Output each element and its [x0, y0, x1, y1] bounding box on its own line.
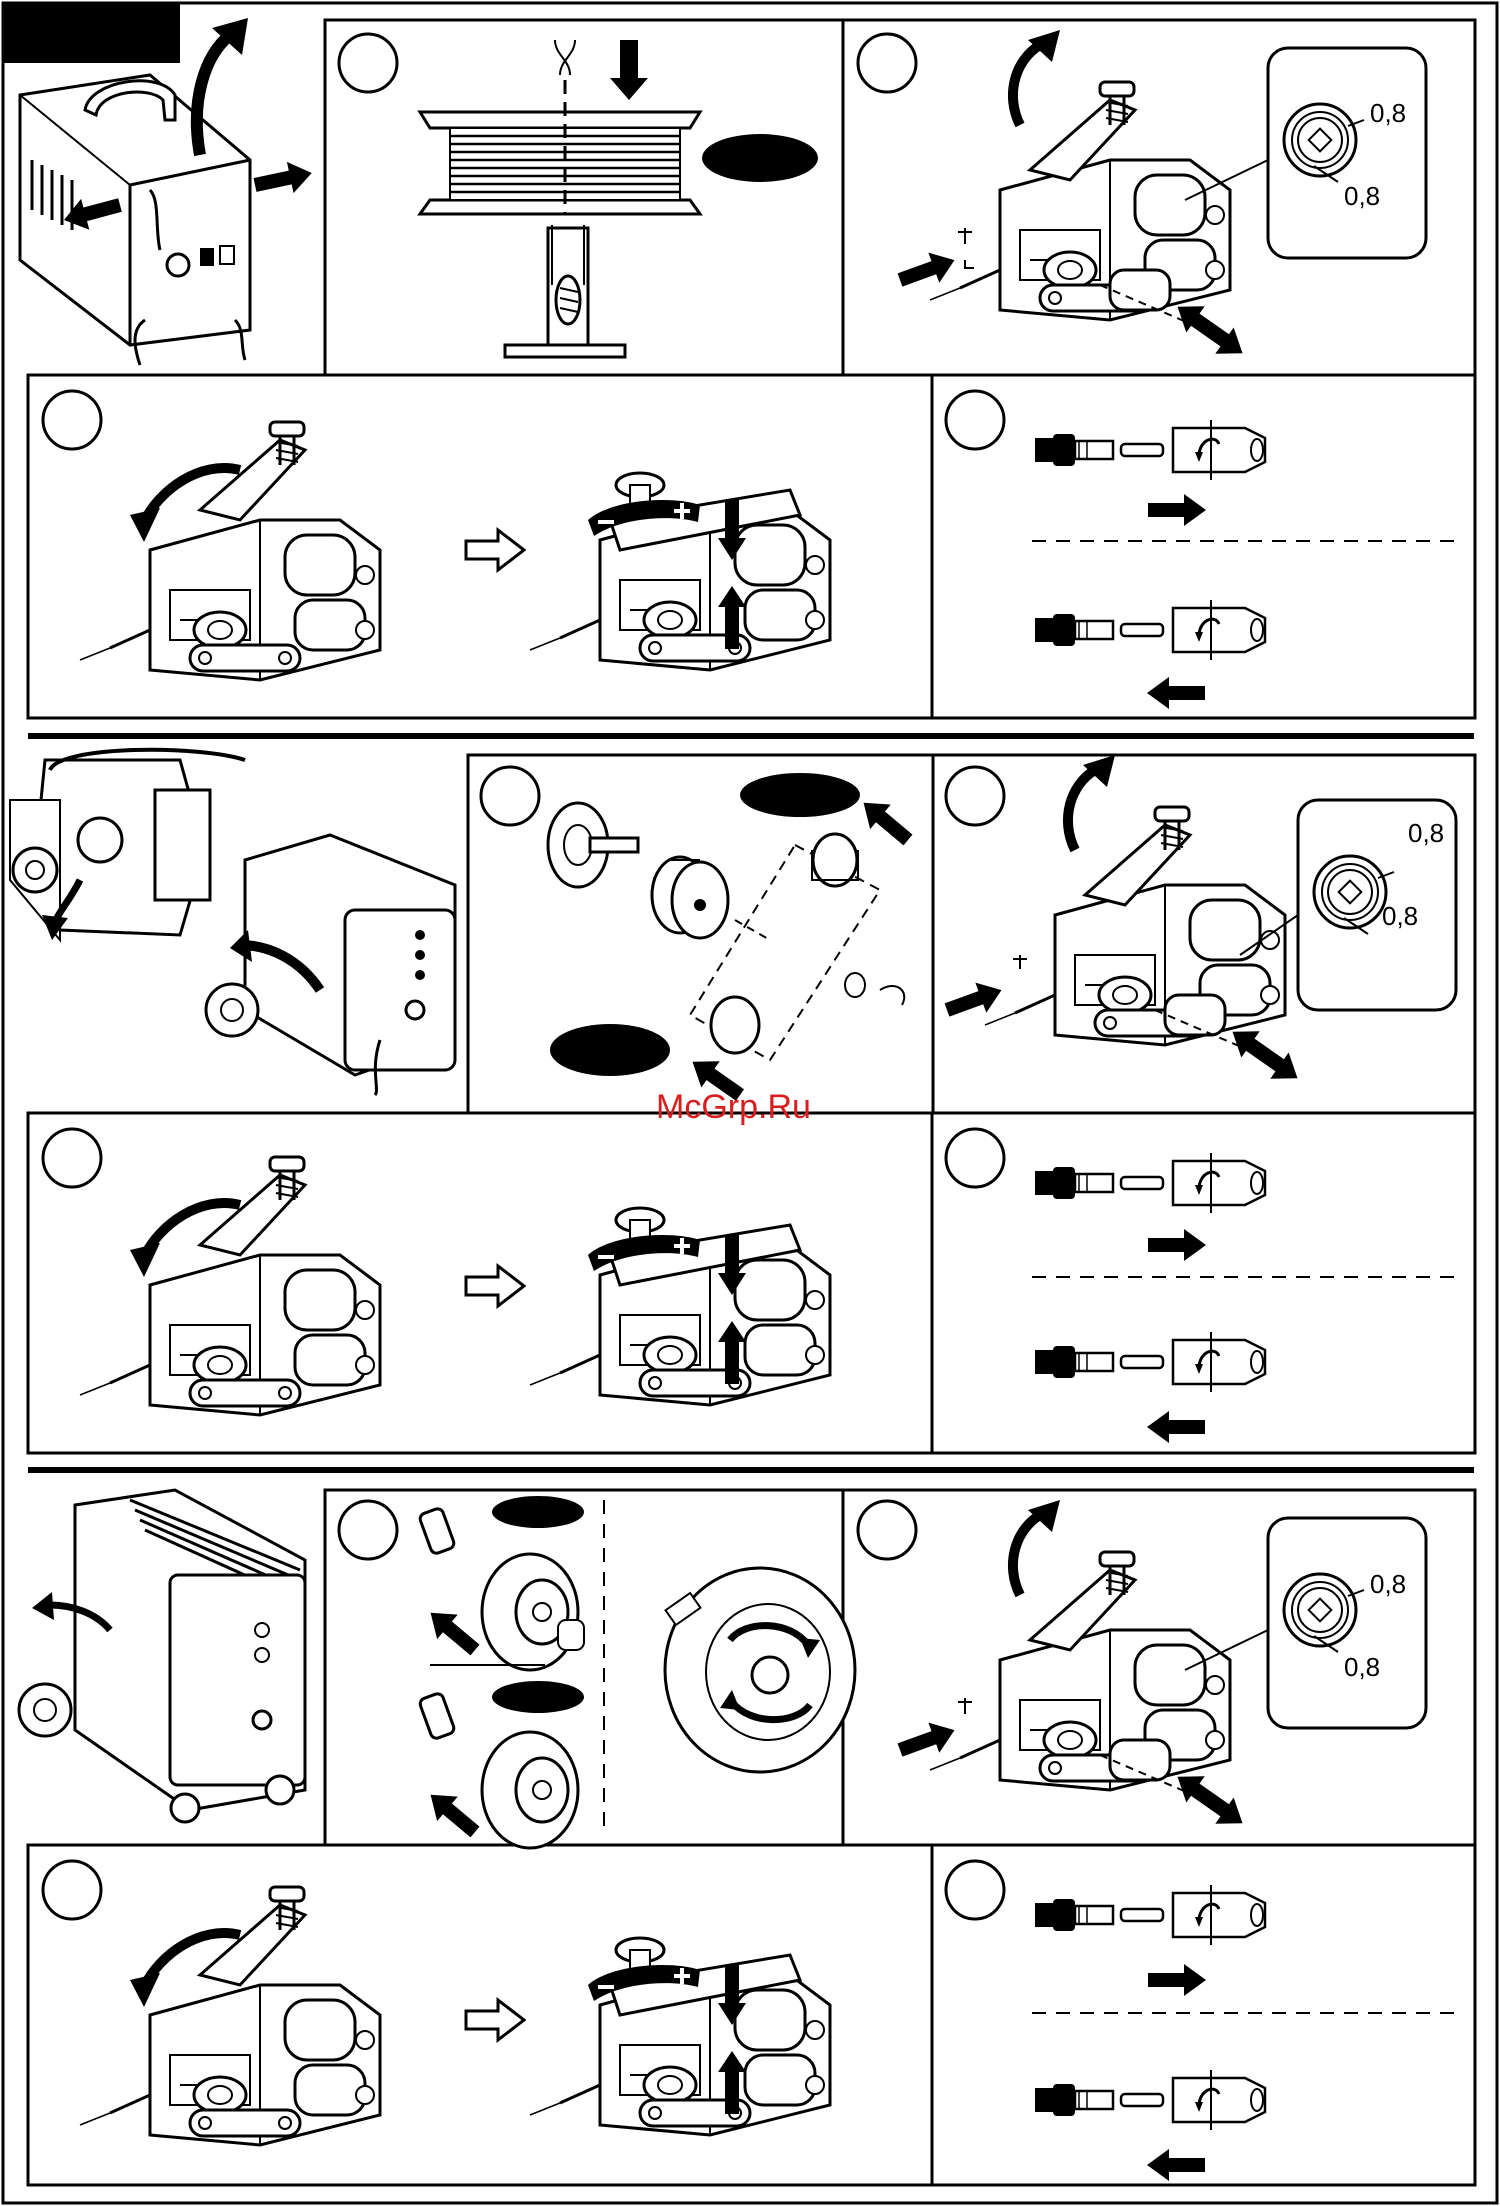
gap-label-bottom: 0,8	[1344, 181, 1380, 211]
step-circle	[946, 1861, 1004, 1919]
step-circle	[858, 34, 916, 92]
step-circle	[946, 1129, 1004, 1187]
wire-type-badge	[550, 1024, 670, 1076]
welder-machine-icon	[20, 18, 315, 365]
step-circle	[946, 391, 1004, 449]
step-circle	[946, 767, 1004, 825]
contact-tip-change	[1032, 1885, 1455, 2181]
step-circle	[858, 1501, 916, 1559]
step-circle	[43, 1129, 101, 1187]
step-circle	[339, 34, 397, 92]
next-step-arrow	[466, 530, 524, 570]
wire-feeder-closed	[530, 1208, 830, 1405]
wire-type-badge	[702, 134, 818, 182]
section-1: 0,8 0,8	[20, 18, 1475, 718]
section-divider-1	[28, 733, 1474, 739]
gap-label-bottom: 0,8	[1344, 1652, 1380, 1682]
section-header-block	[3, 3, 180, 63]
welder-trolley-icon	[19, 1490, 305, 1822]
step-circle	[43, 1861, 101, 1919]
wire-spool-icon	[420, 40, 818, 357]
section-divider-2	[28, 1467, 1474, 1473]
gap-label-top: 0,8	[1408, 818, 1444, 848]
wire-feeder-open	[895, 30, 1252, 366]
gap-label-bottom: 0,8	[1382, 901, 1418, 931]
wire-feeder-raised	[80, 1157, 380, 1415]
gap-label-top: 0,8	[1370, 98, 1406, 128]
watermark: McGrp.Ru	[656, 1088, 811, 1126]
step-circle	[481, 767, 539, 825]
spool-hub-assembly	[548, 773, 918, 1108]
wire-type-badge	[740, 773, 860, 817]
step-circle	[339, 1501, 397, 1559]
small-spool-types	[419, 1496, 855, 1848]
wire-feeder-open	[895, 1500, 1252, 1836]
section-3: 0,8 0,8	[19, 1490, 1475, 2185]
welder-trolley-icon	[10, 750, 455, 1095]
wire-feeder-raised	[80, 1887, 380, 2145]
step-circle	[43, 391, 101, 449]
panel-tip-change	[932, 375, 1475, 718]
section-2: 0,8 0,8 McGrp.Ru	[10, 750, 1475, 1453]
contact-tip-change	[1032, 420, 1455, 709]
gap-label-top: 0,8	[1370, 1569, 1406, 1599]
wire-feeder-closed	[530, 473, 830, 670]
next-step-arrow	[466, 1266, 524, 1306]
wire-feeder-closed	[530, 1938, 830, 2135]
contact-tip-change	[1032, 1153, 1455, 1443]
next-step-arrow	[466, 2000, 524, 2040]
wire-feeder-raised	[80, 422, 380, 680]
